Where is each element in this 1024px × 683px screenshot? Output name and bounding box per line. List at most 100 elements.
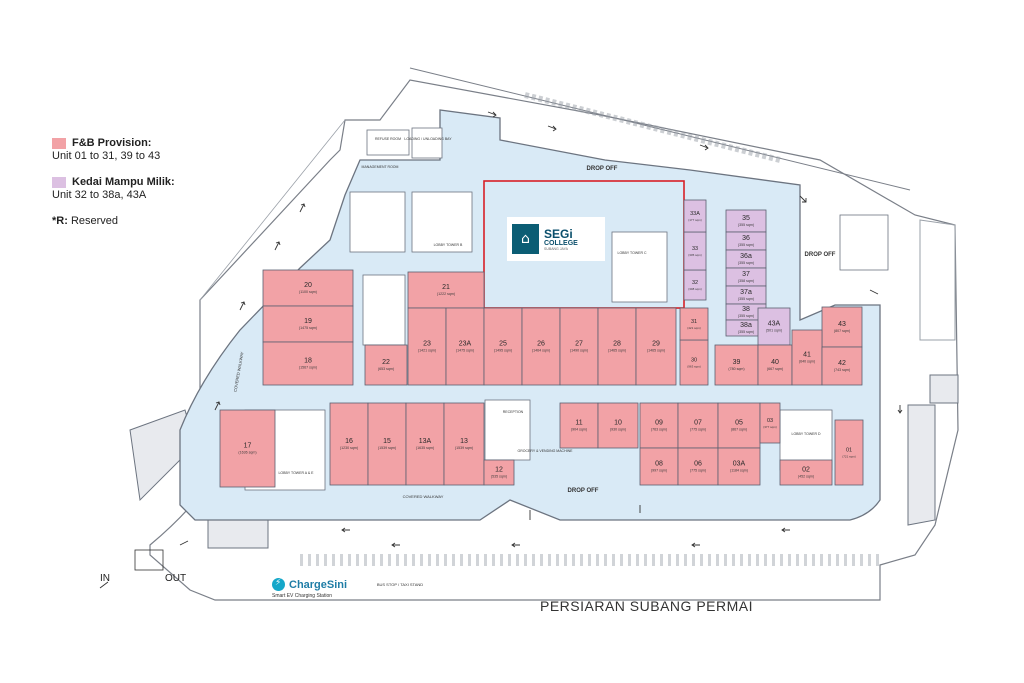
unit-block bbox=[679, 307, 709, 341]
unit-32: 32(308 sqm) bbox=[683, 269, 707, 301]
unit-35: 35(355 sqm) bbox=[725, 209, 767, 233]
unit-block bbox=[559, 307, 599, 386]
vending-label: GROCERY & VENDING MACHINE bbox=[518, 449, 574, 453]
unit-01: 01(721 sqm) bbox=[834, 419, 864, 486]
unit-number: 33A bbox=[690, 211, 700, 217]
unit-number: 03 bbox=[767, 418, 773, 424]
building-icon: ⌂ bbox=[512, 224, 539, 254]
unit-number: 32 bbox=[692, 280, 698, 286]
unit-area: (963 sqm) bbox=[687, 365, 701, 369]
unit-03: 03(377 sqm) bbox=[759, 402, 781, 444]
unit-area: (305 sqm) bbox=[688, 253, 702, 257]
unit-area: (743 sqm) bbox=[834, 368, 850, 372]
unit-16: 16(1230 sqm) bbox=[329, 402, 369, 486]
unit-15: 15(1539 sqm) bbox=[367, 402, 407, 486]
unit-22: 22(653 sqm) bbox=[364, 344, 408, 386]
unit-number: 19 bbox=[304, 318, 312, 325]
bus-stop-label: BUS STOP / TAXI STAND bbox=[377, 582, 423, 587]
unit-37a: 37a(355 sqm) bbox=[725, 285, 767, 305]
unit-area: (930 sqm) bbox=[610, 428, 626, 432]
in-label: IN bbox=[100, 573, 110, 584]
unit-area: (997 sqm) bbox=[651, 469, 667, 473]
unit-area: (640 sqm) bbox=[799, 360, 815, 364]
unit-07: 07(775 sqm) bbox=[677, 402, 719, 449]
unit-21: 21(1222 sqm) bbox=[407, 271, 485, 309]
unit-number: 33 bbox=[692, 246, 698, 252]
unit-block bbox=[483, 307, 523, 386]
unit-area: (1184 sqm) bbox=[730, 469, 748, 473]
legend-fb-title: F&B Provision: bbox=[72, 137, 152, 149]
unit-number: 37a bbox=[740, 289, 752, 296]
unit-area: (721 sqm) bbox=[842, 455, 856, 459]
unit-number: 35 bbox=[742, 215, 750, 222]
unit-13: 13(1539 sqm) bbox=[443, 402, 485, 486]
unit-area: (1490 sqm) bbox=[570, 349, 588, 353]
unit-block bbox=[407, 307, 447, 386]
unit-block bbox=[717, 402, 761, 449]
unit-block bbox=[262, 305, 354, 343]
unit-block bbox=[483, 459, 515, 486]
segi-sub: COLLEGE bbox=[544, 239, 578, 247]
unit-area: (1421 sqm) bbox=[418, 349, 436, 353]
unit-area: (807 sqm) bbox=[834, 329, 850, 333]
loading-bay-label: LOADING / UNLOADING BAY bbox=[404, 137, 452, 141]
unit-block bbox=[639, 402, 679, 449]
unit-number: 10 bbox=[614, 420, 622, 427]
unit-number: 25 bbox=[499, 341, 507, 348]
unit-38: 38(355 sqm) bbox=[725, 303, 767, 321]
unit-area: (535 sqm) bbox=[491, 475, 507, 479]
unit-number: 43 bbox=[838, 321, 846, 328]
unit-area: (1495 sqm) bbox=[494, 349, 512, 353]
unit-block bbox=[367, 402, 407, 486]
unit-number: 27 bbox=[575, 341, 583, 348]
unit-number: 09 bbox=[655, 420, 663, 427]
unit-block bbox=[635, 307, 677, 386]
unit-number: 42 bbox=[838, 360, 846, 367]
unit-number: 01 bbox=[846, 448, 852, 454]
unit-25: 25(1495 sqm) bbox=[483, 307, 523, 386]
refuse-room-label: REFUSE ROOM bbox=[375, 137, 401, 141]
unit-number: 29 bbox=[652, 341, 660, 348]
unit-area: (867 sqm) bbox=[731, 428, 747, 432]
unit-block bbox=[639, 447, 679, 486]
unit-number: 37 bbox=[742, 271, 750, 278]
unit-42: 42(743 sqm) bbox=[821, 346, 863, 386]
unit-block bbox=[821, 306, 863, 348]
charge-name: ChargeSini bbox=[289, 578, 348, 591]
unit-area: (780 sqm) bbox=[728, 367, 744, 371]
unit-number: 13 bbox=[460, 438, 468, 445]
lobby-tower-d-label: LOBBY TOWER D bbox=[792, 432, 821, 436]
unit-area: (177 sqm) bbox=[688, 218, 702, 222]
unit-block bbox=[407, 271, 485, 309]
unit-03A: 03A(1184 sqm) bbox=[717, 447, 761, 486]
charge-sub: Smart EV Charging Station bbox=[272, 593, 333, 599]
legend-kedai-title: Kedai Mampu Milik: bbox=[72, 176, 175, 188]
unit-area: (1465 sqm) bbox=[647, 349, 665, 353]
unit-area: (452 sqm) bbox=[798, 475, 814, 479]
unit-block bbox=[679, 339, 709, 386]
unit-number: 15 bbox=[383, 438, 391, 445]
fb-swatch bbox=[52, 137, 66, 149]
unit-area: (1567 sqm) bbox=[299, 366, 317, 370]
unit-19: 19(1475 sqm) bbox=[262, 305, 354, 343]
legend-kedai-desc: Unit 32 to 38a, 43A bbox=[52, 189, 147, 201]
unit-area: (775 sqm) bbox=[690, 428, 706, 432]
unit-area: (1539 sqm) bbox=[378, 446, 396, 450]
unit-block bbox=[714, 344, 759, 386]
unit-number: 11 bbox=[575, 420, 582, 427]
unit-block bbox=[759, 402, 781, 444]
unit-29: 29(1465 sqm) bbox=[635, 307, 677, 386]
unit-area: (355 sqm) bbox=[738, 243, 754, 247]
unit-area: (667 sqm) bbox=[767, 367, 783, 371]
unit-23A: 23A(1475 sqm) bbox=[445, 307, 485, 386]
unit-area: (421 sqm) bbox=[687, 326, 701, 330]
unit-number: 03A bbox=[733, 461, 746, 468]
unit-31: 31(421 sqm) bbox=[679, 307, 709, 341]
unit-20: 20(1100 sqm) bbox=[262, 269, 354, 307]
unit-41: 41(640 sqm) bbox=[791, 329, 823, 386]
unit-block bbox=[597, 402, 639, 449]
unit-area: (308 sqm) bbox=[688, 287, 702, 291]
unit-block bbox=[445, 307, 485, 386]
legend-fb: F&B Provision: bbox=[52, 137, 242, 149]
unit-block bbox=[329, 402, 369, 486]
